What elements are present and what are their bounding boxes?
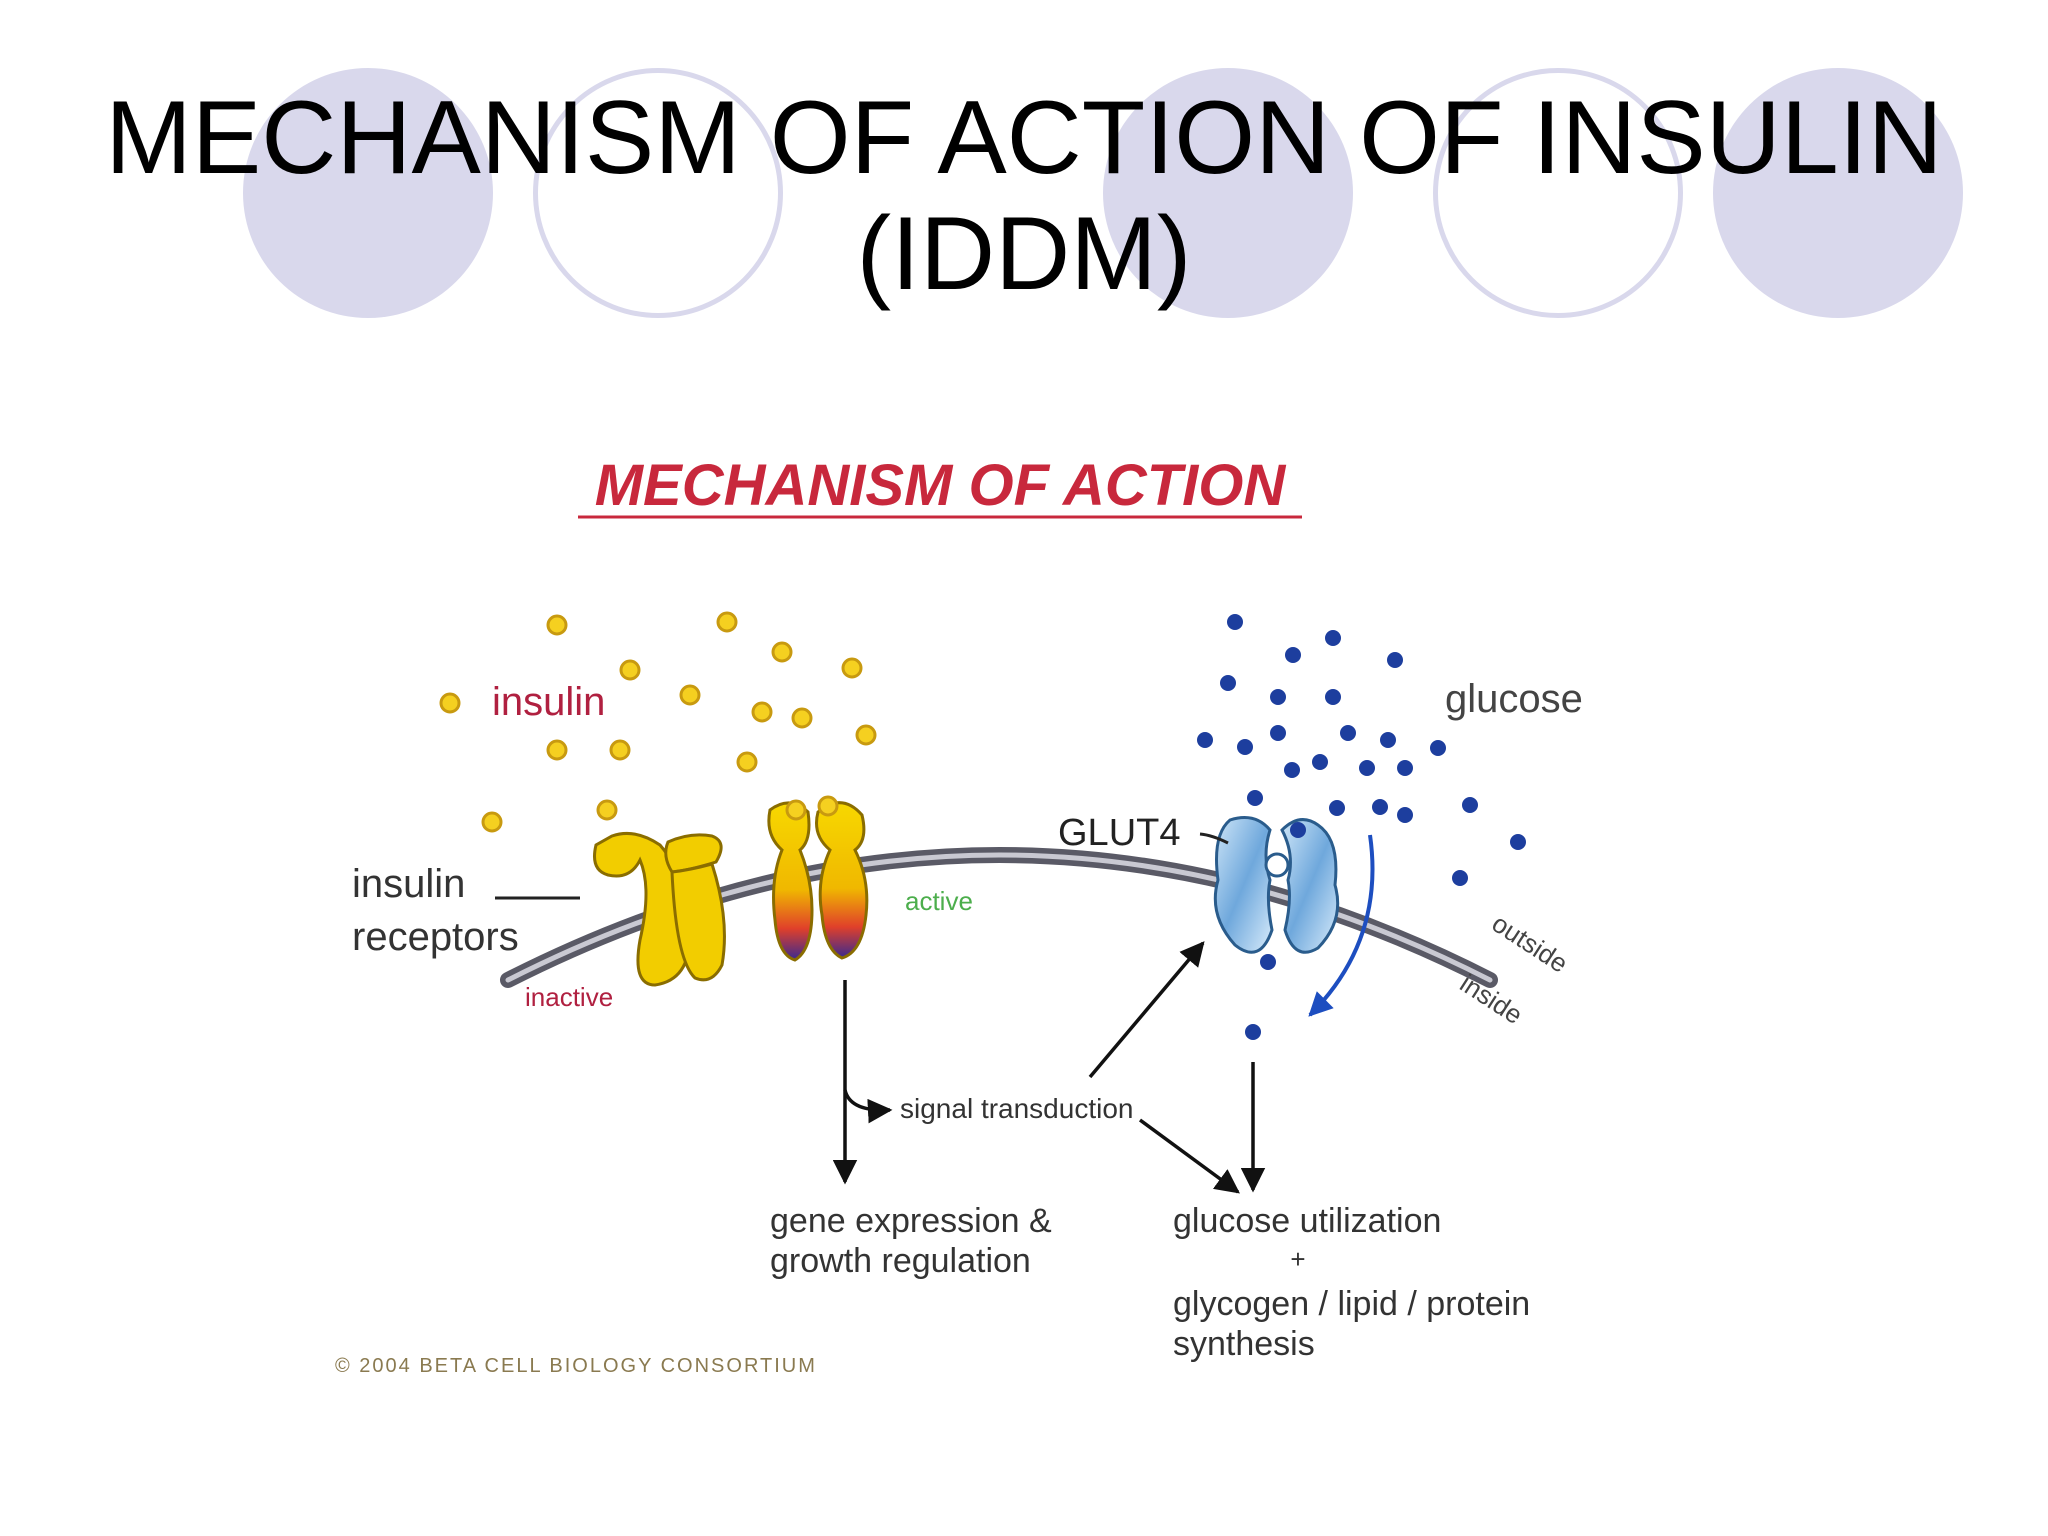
insulin-receptors-label-line2: receptors [352,915,519,959]
glucose-molecules [1197,614,1526,1040]
decor-circle-1 [243,68,493,318]
gene-expression-label-line2: growth regulation [770,1242,1031,1280]
insulin-receptor-inactive [593,832,726,987]
slide-title-line-1: MECHANISM OF ACTION OF INSULIN [105,80,1943,196]
diagram-heading: MECHANISM OF ACTION [595,453,1287,518]
glut4-label-pointer [1199,832,1229,845]
glut4-label: GLUT4 [1058,812,1180,854]
glut4-transporter [1213,816,1340,954]
glucose-label: glucose [1445,677,1583,721]
copyright-label: © 2004 BETA CELL BIOLOGY CONSORTIUM [335,1355,817,1377]
glucose-utilization-label: glucose utilization [1173,1202,1441,1240]
signal-transduction-label: signal transduction [900,1093,1133,1124]
decor-circle-3 [1713,68,1963,318]
insulin-label: insulin [492,680,605,724]
decor-ring-1 [533,68,783,318]
insulin-receptors-label-line1: insulin [352,862,465,906]
glucose-transport-arrow [1308,834,1375,1017]
arrow-signal-to-utilization [1138,1118,1240,1194]
insulin-molecules [439,611,877,833]
outside-label: outside [1487,908,1574,979]
slide-title-line-2: (IDDM) [856,196,1192,312]
decor-circle-2 [1103,68,1353,318]
synthesis-label-line2: synthesis [1173,1325,1315,1363]
plus-label: + [1290,1244,1305,1274]
slide-title: MECHANISM OF ACTION OF INSULIN (IDDM) [0,80,2048,312]
inactive-label: inactive [525,982,613,1012]
arrow-signal-to-glut4 [1088,941,1205,1079]
synthesis-label-line1: glycogen / lipid / protein [1173,1285,1530,1323]
insulin-receptor-active [767,795,869,962]
active-label: active [905,886,973,916]
arrow-to-signal-transduction [843,1089,893,1124]
gene-expression-label-line1: gene expression & [770,1202,1052,1240]
decor-ring-2 [1433,68,1683,318]
